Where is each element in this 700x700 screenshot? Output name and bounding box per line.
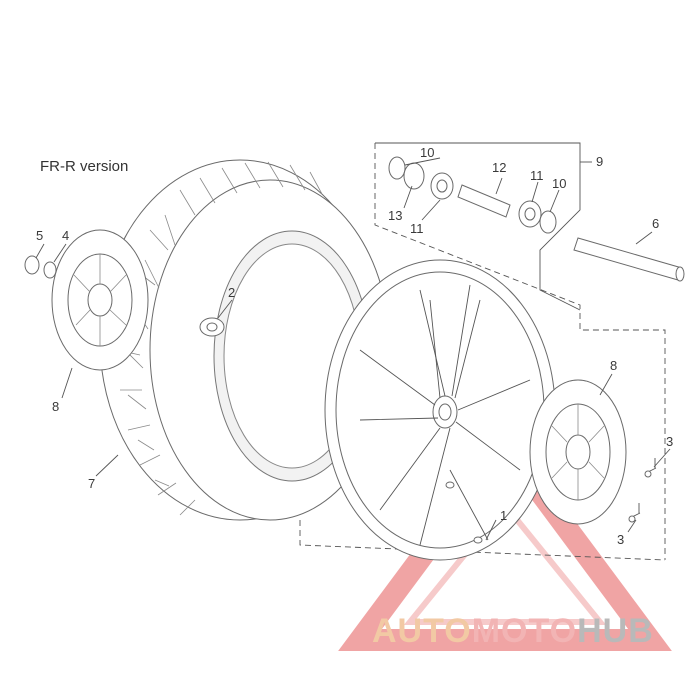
callout-8-right: 8 (610, 358, 617, 373)
assembly-frame (299, 142, 666, 561)
callout-11-left: 11 (410, 221, 424, 236)
brake-disc-left (51, 229, 149, 371)
callout-13: 13 (388, 208, 402, 223)
bearing-kit (388, 156, 557, 234)
callout-1: 1 (500, 508, 507, 523)
bolts (628, 458, 657, 523)
valve-part (445, 469, 489, 544)
callout-7: 7 (88, 476, 95, 491)
callout-8-left: 8 (52, 399, 59, 414)
watermark-part-hub: HUB (577, 612, 654, 650)
callout-labels: 5 4 2 8 7 8 3 3 1 6 10 13 11 12 11 10 9 (36, 145, 673, 547)
watermark-text: AUTOMOTOHUB (372, 612, 654, 651)
callout-3-bottom: 3 (617, 532, 624, 547)
watermark-part-auto: AUTO (372, 612, 472, 650)
callout-6: 6 (652, 216, 659, 231)
callout-11-right: 11 (530, 168, 544, 183)
callout-4: 4 (62, 228, 69, 243)
callout-9: 9 (596, 154, 603, 169)
brake-disc-right (529, 379, 627, 525)
leader-lines (35, 157, 671, 541)
callout-12: 12 (492, 160, 506, 175)
ring-parts-left (24, 255, 57, 279)
callout-2: 2 (228, 285, 235, 300)
watermark-part-moto: MOTO (471, 612, 578, 650)
callout-10-right: 10 (552, 176, 566, 191)
axle (573, 237, 685, 282)
version-caption: FR-R version (40, 158, 129, 175)
spacer-part (199, 317, 225, 337)
callout-3-top: 3 (666, 434, 673, 449)
callout-10-top: 10 (420, 145, 434, 160)
wheel-rim (324, 259, 556, 561)
callout-5: 5 (36, 228, 43, 243)
